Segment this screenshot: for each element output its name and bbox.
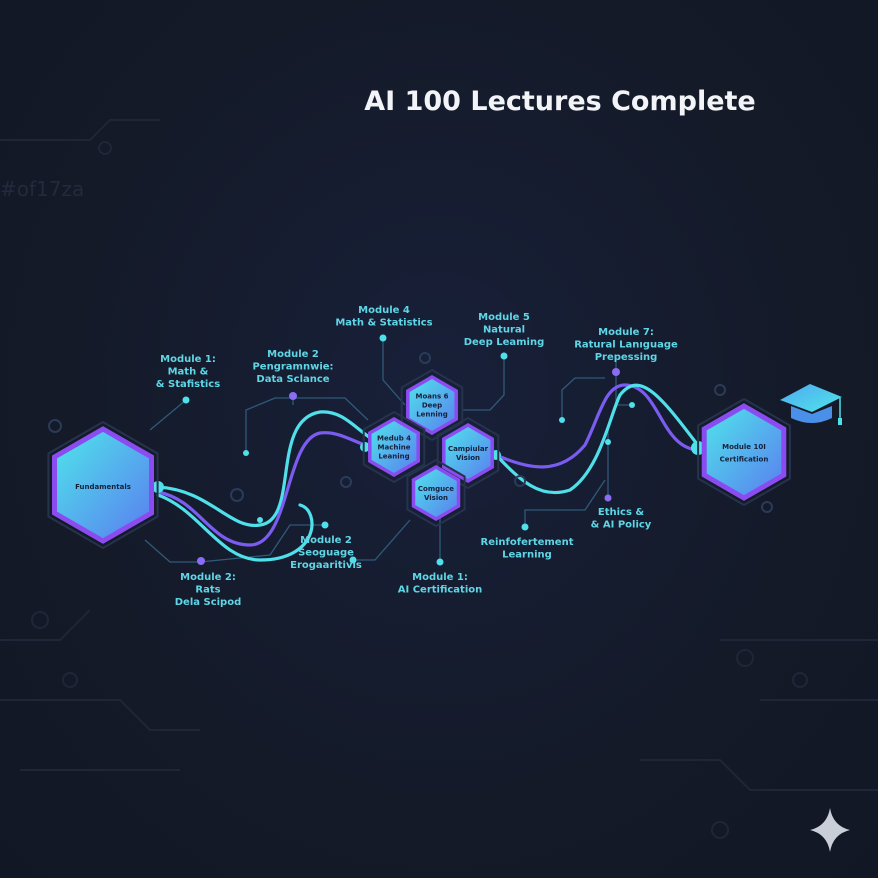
hexagon-fundamentals[interactable]: Fundamentals <box>47 420 159 550</box>
hexagon-label: Certification <box>720 456 769 464</box>
hexagon-outline <box>362 410 426 484</box>
watermark-code: #of17za <box>0 177 84 201</box>
module-label-ethics: Ethics & <box>598 507 645 518</box>
hexagon-outline <box>406 458 466 528</box>
hexagon-label: Leaning <box>378 453 409 461</box>
module-label-m1: Module 1: <box>160 354 216 365</box>
hexagon-label: Moans 6 <box>416 392 449 400</box>
hexagon-outline <box>697 397 791 507</box>
hexagon-outline <box>400 368 464 442</box>
graduation-cap-icon <box>780 384 842 425</box>
module-label-m2c: Seoguage <box>298 548 354 559</box>
hexagon-label: Vision <box>456 454 480 462</box>
module-label-m1: Math & <box>168 367 209 378</box>
module-label-m4: Math & Statistics <box>335 318 432 329</box>
path-nodes <box>48 334 773 566</box>
hexagon-shape <box>52 426 154 544</box>
module-label-rl: Learning <box>502 550 552 561</box>
hexagon-shape <box>368 416 420 478</box>
learning-path <box>156 383 702 562</box>
hexagon-shape <box>442 422 494 484</box>
module-label-m1b: AI Certification <box>398 585 483 596</box>
module-label-m2b: Rats <box>195 585 220 596</box>
module-label-m2b: Dela Scipod <box>175 597 241 608</box>
hexagon-label: Comguce <box>418 485 454 493</box>
module-label-m7: Prepessing <box>595 352 658 363</box>
hexagon-outline <box>436 416 500 490</box>
hexagon-label: Medub 4 <box>377 434 411 442</box>
module-label-m4: Module 4 <box>358 305 410 316</box>
hexagon-label: Deep <box>422 401 442 409</box>
module-label-rl: Reinfofertement <box>481 537 574 548</box>
module-label-m2: Module 2 <box>267 349 319 360</box>
module-label-m7: Module 7: <box>598 327 654 338</box>
hexagon-label: Module 10I <box>722 443 766 451</box>
module-label-m2c: Erogaaritivis <box>290 560 362 571</box>
module-label-m1b: Module 1: <box>412 572 468 583</box>
hexagon-label: Fundamentals <box>75 483 131 491</box>
circuit-background <box>0 119 878 839</box>
module-label-m1: & Stafistics <box>156 379 220 390</box>
hexagon-shape <box>406 374 458 436</box>
module-label-m5: Deep Leaming <box>464 337 545 348</box>
hexagon-label: Lenning <box>416 411 448 419</box>
hexagon-outline <box>47 420 159 550</box>
hexagon-label: Machine <box>378 443 411 451</box>
connector-lines <box>144 338 632 563</box>
module-label-m7: Ratural Lanıguage <box>574 340 678 351</box>
module-label-m5: Module 5 <box>478 312 530 323</box>
hexagon-label: Vision <box>424 494 448 502</box>
module-label-m2b: Module 2: <box>180 572 236 583</box>
module-label-m2: Pengramnwie: <box>252 362 333 373</box>
hexagon-certification[interactable]: Module 10I Certification <box>697 397 791 507</box>
hexagon-shape <box>701 403 787 501</box>
module-label-m2c: Module 2 <box>300 535 352 546</box>
sparkle-icon <box>810 808 850 852</box>
module-label-m2: Data Sclance <box>256 374 329 385</box>
module-label-m5: Natural <box>483 325 525 336</box>
module-label-ethics: & AI Policy <box>591 520 652 531</box>
page-title: AI 100 Lectures Complete <box>364 86 755 117</box>
hexagon-label: Campiular <box>448 445 489 453</box>
hexagon-shape <box>411 464 461 522</box>
